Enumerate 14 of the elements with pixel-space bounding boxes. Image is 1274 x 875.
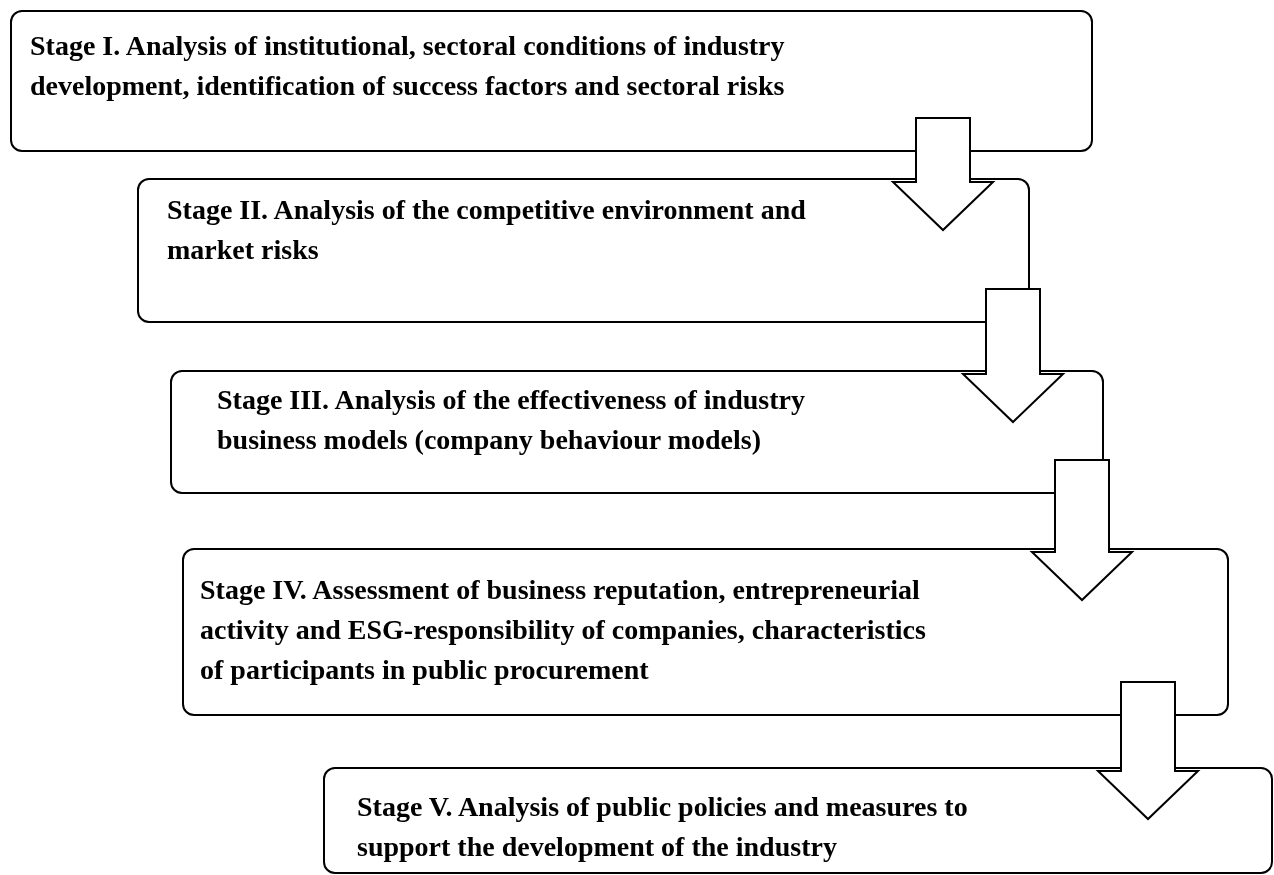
block-arrow (1029, 459, 1135, 602)
process-box (170, 370, 1104, 494)
block-arrow (960, 288, 1066, 424)
process-box (323, 767, 1273, 874)
block-arrow (890, 117, 996, 232)
block-arrow (1095, 681, 1201, 821)
stage-text: Stage I. Analysis of institutional, sectoral conditions of industry development, identification of success factors and sectoral risks (30, 29, 786, 103)
stage-text: Stage II. Analysis of the competitive environment and market risks (167, 193, 807, 267)
process-box (10, 10, 1093, 152)
stage-text: Stage IV. Assessment of business reputation, entrepreneurial activity and ESG-responsibility of companies, characteristics of participants in public procurement (200, 573, 927, 687)
process-box (137, 178, 1030, 323)
stage-text: Stage III. Analysis of the effectiveness of industry business models (company behaviour models) (217, 383, 806, 457)
stage-text: Stage V. Analysis of public policies and measures to support the development of the industry (357, 790, 969, 864)
process-box (182, 548, 1229, 716)
